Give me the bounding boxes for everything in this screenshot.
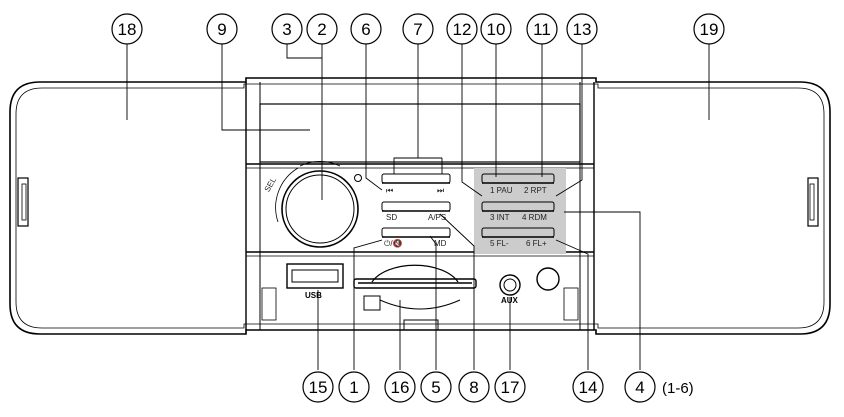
- callout-1: 1: [338, 371, 370, 403]
- callout-13: 13: [566, 13, 598, 45]
- svg-text:9: 9: [217, 20, 226, 39]
- svg-text:12: 12: [453, 20, 472, 39]
- right-small-tab: [563, 287, 579, 321]
- power-mute-label: ⏻/🔇: [384, 238, 403, 248]
- sd-aps-button-group: SD A/PS: [381, 201, 451, 222]
- housing-inner-outline: [15, 83, 825, 329]
- power-md-button-group: ⏻/🔇 MD: [381, 227, 451, 248]
- svg-text:6: 6: [361, 20, 370, 39]
- usb-port[interactable]: [286, 263, 344, 289]
- svg-text:7: 7: [413, 20, 422, 39]
- power-md-button[interactable]: [381, 227, 451, 238]
- callout-19: 19: [693, 13, 725, 45]
- preset-5-label: 5 FL-: [490, 239, 509, 248]
- svg-text:4: 4: [635, 378, 644, 397]
- preset-row-2: 3 INT 4 RDM: [481, 201, 555, 222]
- svg-text:11: 11: [533, 20, 551, 39]
- volume-knob[interactable]: [281, 170, 359, 248]
- callout-11: 11: [526, 13, 558, 45]
- svg-text:2: 2: [317, 20, 326, 39]
- prev-next-button-group: ⏮ ⏭: [381, 173, 451, 195]
- svg-text:8: 8: [469, 378, 478, 397]
- right-side-clip: [807, 177, 819, 227]
- callout-12: 12: [446, 13, 478, 45]
- callout-15: 15: [302, 371, 334, 403]
- reset-button[interactable]: [536, 267, 560, 291]
- svg-text:13: 13: [573, 20, 592, 39]
- left-small-tab: [261, 287, 277, 321]
- leader-lines: [126, 44, 710, 370]
- preset-4-label: 4 RDM: [522, 213, 547, 222]
- svg-text:16: 16: [391, 378, 410, 397]
- aux-jack[interactable]: [499, 274, 521, 296]
- sd-label: SD: [386, 213, 397, 222]
- slot-lower-curve: [379, 299, 461, 310]
- callout-2: 2: [306, 13, 338, 45]
- callout-14: 14: [572, 371, 604, 403]
- preset-1-label: 1 PAU: [490, 186, 513, 195]
- callout-10: 10: [480, 13, 512, 45]
- callout-4-range: (1-6): [662, 380, 694, 397]
- svg-text:5: 5: [431, 378, 440, 397]
- preset-2-label: 2 RPT: [524, 186, 547, 195]
- slot-latch: [363, 295, 381, 311]
- callout-7: 7: [402, 13, 434, 45]
- left-speaker-panel: [16, 88, 246, 324]
- next-track-icon: ⏭: [437, 186, 444, 195]
- callout-4: 4: [624, 371, 656, 403]
- left-side-clip: [17, 177, 29, 227]
- prev-track-icon: ⏮: [386, 186, 393, 195]
- lcd-display: [259, 103, 581, 163]
- callout-3: 3: [271, 13, 303, 45]
- prev-next-button[interactable]: [381, 173, 451, 184]
- callout-17: 17: [494, 371, 526, 403]
- svg-text:10: 10: [487, 20, 506, 39]
- sel-arc-arrow-icon-upper: [299, 161, 341, 167]
- right-speaker-panel: [596, 88, 824, 324]
- svg-text:18: 18: [118, 20, 137, 39]
- sd-aps-button[interactable]: [381, 201, 451, 212]
- sel-label: SEL: [263, 175, 279, 193]
- callout-8: 8: [458, 371, 490, 403]
- card-slot-door: [371, 264, 459, 283]
- svg-text:15: 15: [309, 378, 328, 397]
- svg-text:3: 3: [282, 20, 291, 39]
- svg-text:14: 14: [579, 378, 598, 397]
- preset-row-1: 1 PAU 2 RPT: [481, 173, 555, 195]
- svg-text:1: 1: [349, 378, 358, 397]
- callout-6: 6: [350, 13, 382, 45]
- callout-18: 18: [111, 13, 143, 45]
- svg-text:19: 19: [700, 20, 719, 39]
- preset-row-3: 5 FL- 6 FL+: [481, 227, 555, 248]
- sel-arc-arrow-icon: [275, 167, 299, 223]
- callout-9: 9: [206, 13, 238, 45]
- preset-3-label: 3 INT: [490, 213, 510, 222]
- preset-6-label: 6 FL+: [526, 239, 547, 248]
- svg-text:17: 17: [501, 378, 520, 397]
- callout-16: 16: [384, 371, 416, 403]
- usb-label: USB: [305, 291, 322, 300]
- md-label: MD: [434, 239, 447, 248]
- aps-label: A/PS: [428, 213, 446, 222]
- callout-5: 5: [420, 371, 452, 403]
- housing-outline: [9, 77, 831, 335]
- bottom-release-tab[interactable]: [403, 319, 439, 331]
- ir-sensor: [354, 174, 362, 182]
